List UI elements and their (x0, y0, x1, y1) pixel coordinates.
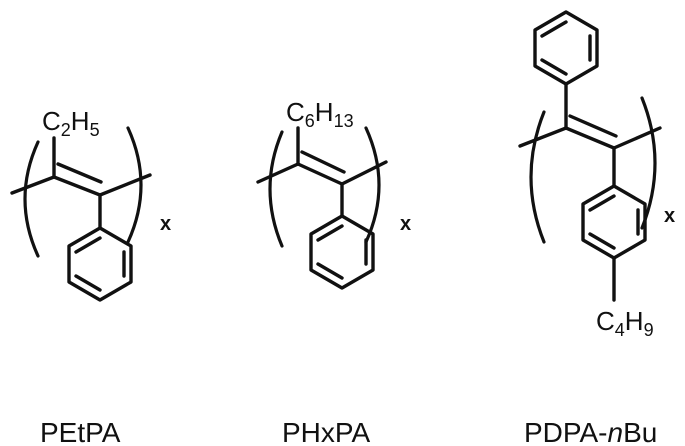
substituent-label: C4H9 (596, 306, 654, 340)
polymer-name: PEtPA (40, 417, 121, 446)
top-phenyl-ring (533, 10, 599, 86)
right-parenthesis (640, 96, 657, 230)
polymer-name: PDPA-nBu (524, 417, 657, 446)
right-parenthesis (364, 126, 381, 244)
left-parenthesis (529, 110, 546, 244)
structure-phxpa: C6H13 x PHxPA (256, 97, 411, 446)
left-parenthesis (268, 130, 284, 248)
backbone-bonds (518, 82, 662, 188)
substituent-label: C2H5 (42, 106, 100, 140)
structure-petpa: C2H5 x PEtPA (10, 106, 171, 446)
left-parenthesis (23, 140, 40, 258)
phenyl-ring (67, 226, 133, 302)
right-parenthesis (126, 126, 143, 244)
phenyl-ring (309, 214, 375, 290)
polymer-name: PHxPA (282, 417, 370, 446)
repeat-unit-subscript: x (400, 213, 411, 235)
substituent-label: C6H13 (286, 97, 354, 131)
para-phenylene-ring (581, 184, 647, 260)
repeat-unit-subscript: x (160, 213, 171, 235)
repeat-unit-subscript: x (664, 205, 675, 227)
structure-pdpa-nbu: C4H9 x PDPA-nBu (518, 10, 675, 446)
